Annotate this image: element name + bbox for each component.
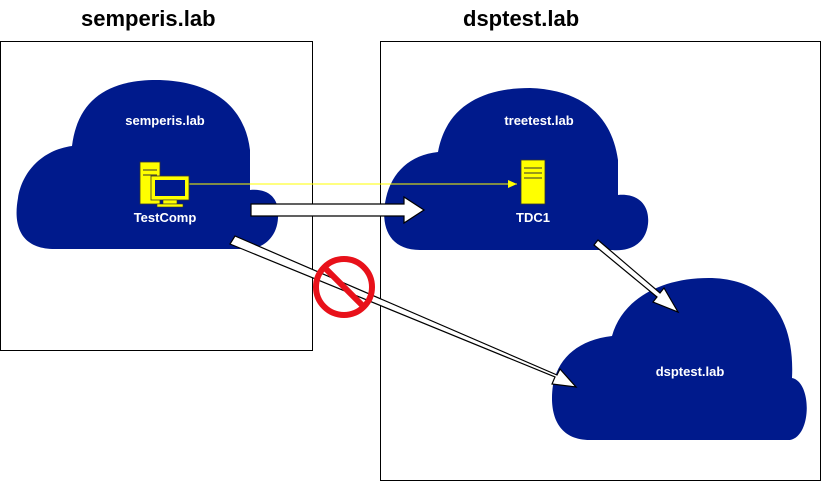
trust-arrow-tree-to-root xyxy=(593,239,680,314)
computer-label-tdc1: TDC1 xyxy=(516,210,550,225)
cloud-treetest-lab: treetest.lab xyxy=(384,88,649,251)
domain-label-semperis: semperis.lab xyxy=(125,113,205,128)
computer-label-testcomp: TestComp xyxy=(134,210,197,225)
workstation-icon xyxy=(139,161,190,208)
domain-label-dsptest: dsptest.lab xyxy=(656,364,725,379)
forest-title-dsptest: dsptest.lab xyxy=(463,6,580,31)
cloud-shape xyxy=(384,88,649,251)
server-icon xyxy=(520,159,546,205)
domain-label-treetest: treetest.lab xyxy=(504,113,573,128)
trust-arrow-to-treetest xyxy=(250,195,426,225)
trust-arrow-blocked xyxy=(229,235,578,388)
forest-title-semperis: semperis.lab xyxy=(81,6,216,31)
blocked-icon xyxy=(313,256,375,318)
cloud-shape xyxy=(551,277,807,440)
cloud-dsptest-lab: dsptest.lab xyxy=(551,277,807,440)
